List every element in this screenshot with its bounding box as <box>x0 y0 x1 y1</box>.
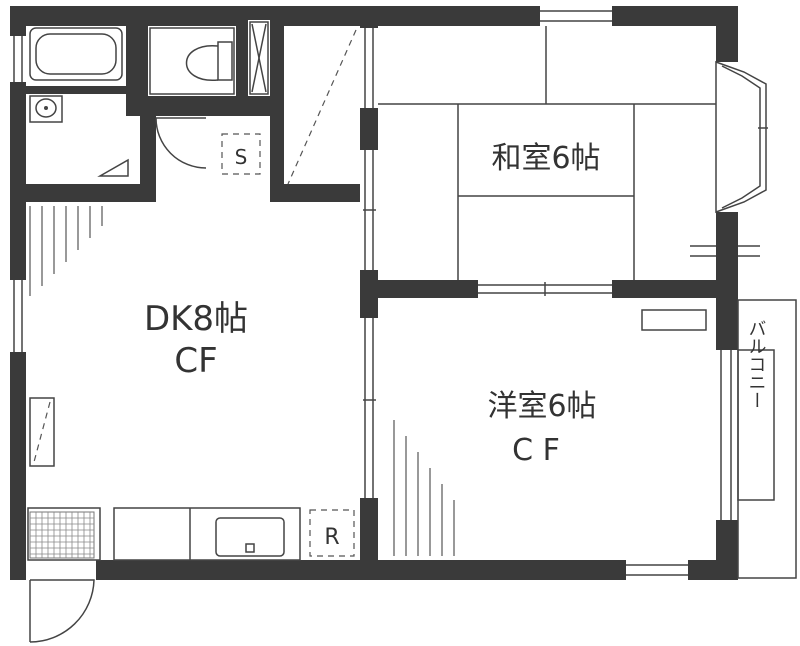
storage-s: S <box>221 133 261 175</box>
bathtub <box>29 27 123 81</box>
youshitsu-hatch <box>393 420 455 556</box>
aircon-box <box>641 309 707 331</box>
youshitsu-room-label: 洋室6帖 <box>487 389 596 424</box>
storage-label: S <box>235 145 248 169</box>
wall-shelf <box>29 397 55 467</box>
balcony-label: バルコニー <box>746 319 767 409</box>
toilet <box>149 27 235 95</box>
balcony: バルコニー <box>737 299 797 579</box>
interior-openings <box>248 20 612 498</box>
washitsu-room-label: 和室6帖 <box>491 141 600 176</box>
tatami <box>378 26 716 280</box>
washroom-door <box>97 158 129 177</box>
front-door <box>29 579 95 643</box>
youshitsu-floor-label: C F <box>512 433 560 468</box>
dk-hatch <box>29 206 103 296</box>
fridge-space: R <box>309 509 355 557</box>
wash-basin <box>29 95 63 123</box>
dk-floor-label: CF <box>174 341 217 381</box>
kitchen-counter <box>113 507 301 561</box>
entrance-genkan <box>27 507 101 561</box>
fridge-label: R <box>324 525 339 550</box>
dk-room-label: DK8帖 <box>144 299 248 339</box>
toilet-door <box>155 117 207 169</box>
bay-window <box>715 60 768 214</box>
wall-mark <box>690 245 760 257</box>
